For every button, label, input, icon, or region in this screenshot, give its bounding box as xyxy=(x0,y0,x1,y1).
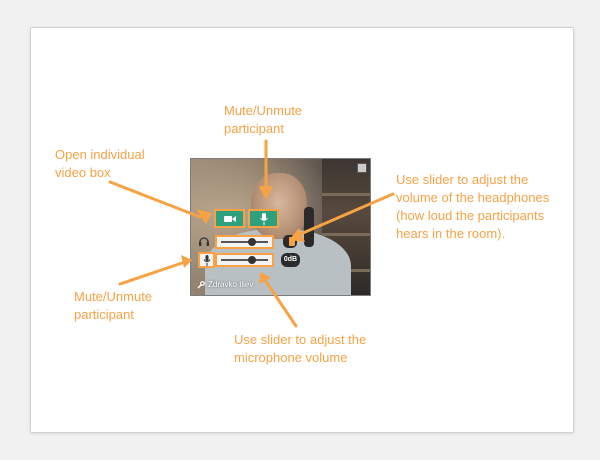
headphone-output-badge[interactable] xyxy=(283,235,297,248)
db-badge: 0dB xyxy=(281,253,300,267)
microphone-icon xyxy=(203,254,210,266)
label-mute-left: Mute/Unmute participant xyxy=(74,289,153,322)
participant-video-tile: 0dB Zdravko Iliev xyxy=(190,158,371,296)
headphone-slider-knob[interactable] xyxy=(248,238,257,246)
participant-head xyxy=(251,173,307,239)
participant-headset xyxy=(304,207,314,247)
window-icon[interactable] xyxy=(357,163,367,173)
microphone-volume-slider[interactable] xyxy=(215,253,274,267)
microphone-slider-knob[interactable] xyxy=(248,256,257,264)
participant-name: Zdravko Iliev xyxy=(208,280,254,289)
mic-mute-toggle[interactable] xyxy=(198,252,215,268)
wrench-icon xyxy=(197,280,205,289)
label-microphone: Use slider to adjust the microphone volu… xyxy=(234,332,367,365)
label-mute-top: Mute/Unmute participant xyxy=(224,103,303,136)
open-video-box-button[interactable] xyxy=(214,209,245,228)
mute-unmute-button[interactable] xyxy=(248,209,279,228)
headphone-volume-slider[interactable] xyxy=(215,235,274,249)
participant-name-row: Zdravko Iliev xyxy=(197,280,253,289)
label-open-video: Open individual video box xyxy=(55,147,145,180)
video-camera-icon xyxy=(223,215,236,222)
headphone-slider-track xyxy=(221,241,268,243)
headphone-icon xyxy=(199,237,209,246)
microphone-icon xyxy=(259,212,268,225)
microphone-slider-track xyxy=(221,259,268,261)
label-headphones: Use slider to adjust the volume of the h… xyxy=(396,172,550,241)
